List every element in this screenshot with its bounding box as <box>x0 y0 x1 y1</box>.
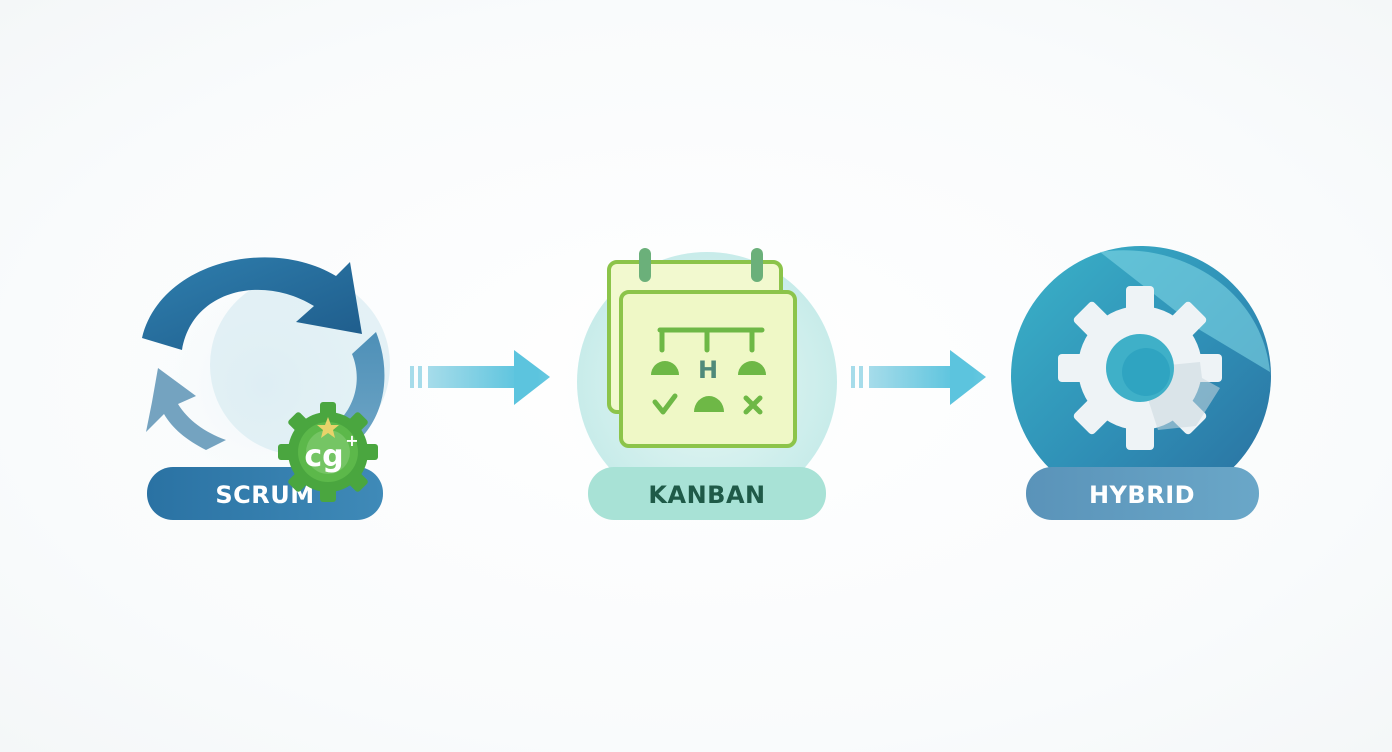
kanban-board-icon: H <box>607 248 797 448</box>
binder-ring-right <box>751 248 763 282</box>
check-icon <box>652 393 678 415</box>
scrum-gear-badge: cg + <box>278 402 378 502</box>
connector-arrow-1 <box>410 350 550 405</box>
scrum-badge-sup: + <box>345 431 358 450</box>
hybrid-label-pill <box>1026 467 1259 520</box>
hybrid-label: HYBRID <box>1089 481 1195 509</box>
cross-icon <box>743 395 763 415</box>
kanban-stage: H KANBAN <box>537 215 877 555</box>
gear-icon <box>1058 286 1222 450</box>
person-icon <box>694 396 724 412</box>
scrum-bottom-arrow <box>146 368 226 450</box>
scrum-badge-text: cg <box>304 439 343 474</box>
scrum-stage: SCRUM cg + <box>95 215 435 555</box>
binder-ring-left <box>639 248 651 282</box>
connector-arrow-2 <box>851 350 986 405</box>
kanban-board-letter: H <box>698 356 718 384</box>
kanban-label-pill <box>588 467 826 520</box>
scrum-top-arrow <box>142 257 362 350</box>
star-icon <box>317 417 339 438</box>
hybrid-stage: HYBRID <box>972 215 1312 555</box>
kanban-label: KANBAN <box>648 481 765 509</box>
